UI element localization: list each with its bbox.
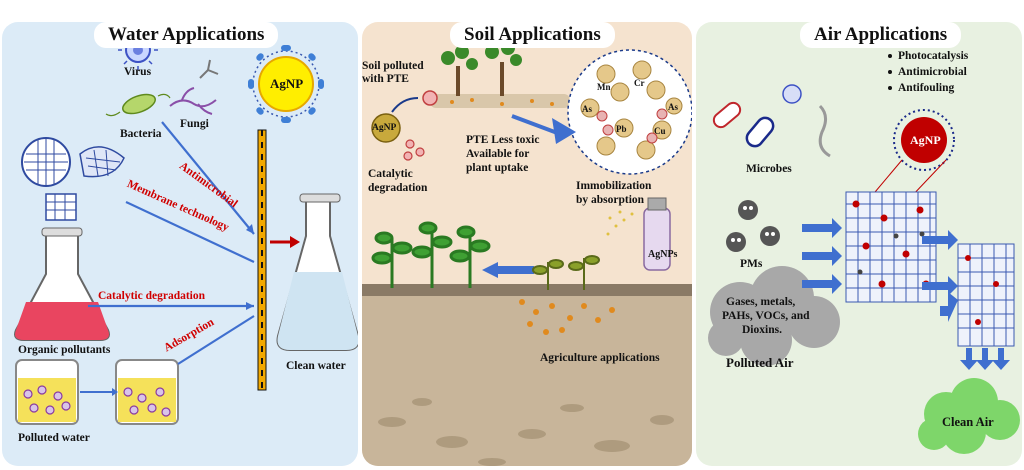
- agnp-soil-icon: [371, 113, 401, 143]
- air-filter-small: [957, 243, 1015, 347]
- clean-air-label: Clean Air: [942, 415, 994, 429]
- panel-title: Soil Applications: [450, 22, 615, 48]
- soil-applications-panel: Soil Applications Soil polluted with PTE…: [362, 22, 692, 466]
- treated-plants-icon: [532, 255, 600, 290]
- air-illustrations: [708, 54, 1020, 454]
- soil-ground: [362, 284, 692, 466]
- polluted-water-label: Polluted water: [18, 432, 90, 444]
- gases-label-line3: Dioxins.: [742, 324, 782, 336]
- metal-label: Cu: [654, 126, 666, 136]
- organic-pollutants-flask-icon: [14, 227, 110, 341]
- membrane-icon: [21, 137, 125, 221]
- pms-label: PMs: [740, 258, 763, 270]
- bacteria-icon: [105, 93, 171, 117]
- metal-label: As: [582, 104, 593, 114]
- agnps-label: AgNPs: [648, 249, 678, 260]
- microbes-label: Microbes: [746, 163, 792, 175]
- polluted-water-beaker-icon: [15, 359, 79, 425]
- soil-polluted-label-line1: Soil polluted: [362, 60, 424, 72]
- pte-label-line2: Available for: [466, 148, 530, 160]
- metal-label: As: [668, 102, 679, 112]
- agnps-spray-icon: [606, 197, 671, 271]
- metal-label: Pb: [616, 124, 627, 134]
- virus-label: Virus: [124, 66, 152, 78]
- pte-label-line3: plant uptake: [466, 162, 529, 174]
- immobilization-label-line2: by absorption: [576, 194, 645, 206]
- agnp-air-icon: [893, 109, 955, 171]
- immobilization-circle: [567, 49, 692, 175]
- agnp-soil-label: AgNP: [372, 123, 397, 133]
- air-applications-panel: Air Applications Photocatalysis Antimicr…: [696, 22, 1022, 466]
- adsorption-beaker-icon: [115, 359, 179, 425]
- agnp-air-label: AgNP: [910, 133, 941, 147]
- bullet-item: Antimicrobial: [898, 66, 967, 78]
- water-illustrations: [14, 30, 358, 425]
- airflow-arrows: [802, 218, 1010, 370]
- process-arrows: [88, 121, 255, 365]
- panel-title: Water Applications: [94, 22, 279, 48]
- clean-air-cloud: [918, 378, 1020, 454]
- trees-icon: [430, 41, 570, 108]
- clean-water-label: Clean water: [286, 360, 346, 372]
- microbes-icon: [712, 84, 831, 158]
- pte-label-line1: PTE Less toxic: [466, 134, 540, 146]
- soil-polluted-label-line2: with PTE: [362, 73, 409, 85]
- catalytic-label-line1: Catalytic: [368, 168, 413, 180]
- gases-label-line2: PAHs, VOCs, and: [722, 310, 810, 322]
- agriculture-label: Agriculture applications: [540, 352, 660, 364]
- agnp-label: AgNP: [270, 76, 304, 91]
- gases-label-line1: Gases, metals,: [726, 296, 796, 308]
- polluted-air-label: Polluted Air: [726, 355, 794, 370]
- soil-illustrations: [362, 41, 692, 466]
- immobilization-label-line1: Immobilization: [576, 180, 652, 192]
- pm-particles-icon: [726, 200, 780, 252]
- polluted-air-cloud: [708, 266, 840, 366]
- clean-water-flask-icon: [276, 193, 358, 351]
- catalytic-degradation-label: Catalytic degradation: [98, 290, 206, 302]
- healthy-plants-icon: [371, 221, 491, 288]
- bullet-item: Photocatalysis: [898, 50, 969, 62]
- panel-title: Air Applications: [800, 22, 962, 48]
- organic-pollutants-label: Organic pollutants: [18, 344, 111, 356]
- water-applications-panel: Water Applications Virus Bacteria Fungi …: [2, 22, 358, 466]
- agnp-particle-icon: [248, 45, 324, 123]
- fungi-label: Fungi: [180, 118, 209, 130]
- air-filter-large: [845, 191, 937, 303]
- metal-label: Cr: [634, 78, 645, 88]
- fungi-icon: [169, 59, 219, 115]
- catalytic-label-line2: degradation: [368, 182, 428, 194]
- bacteria-label: Bacteria: [120, 128, 162, 140]
- bullet-item: Antifouling: [898, 82, 955, 94]
- metal-label: Mn: [597, 82, 611, 92]
